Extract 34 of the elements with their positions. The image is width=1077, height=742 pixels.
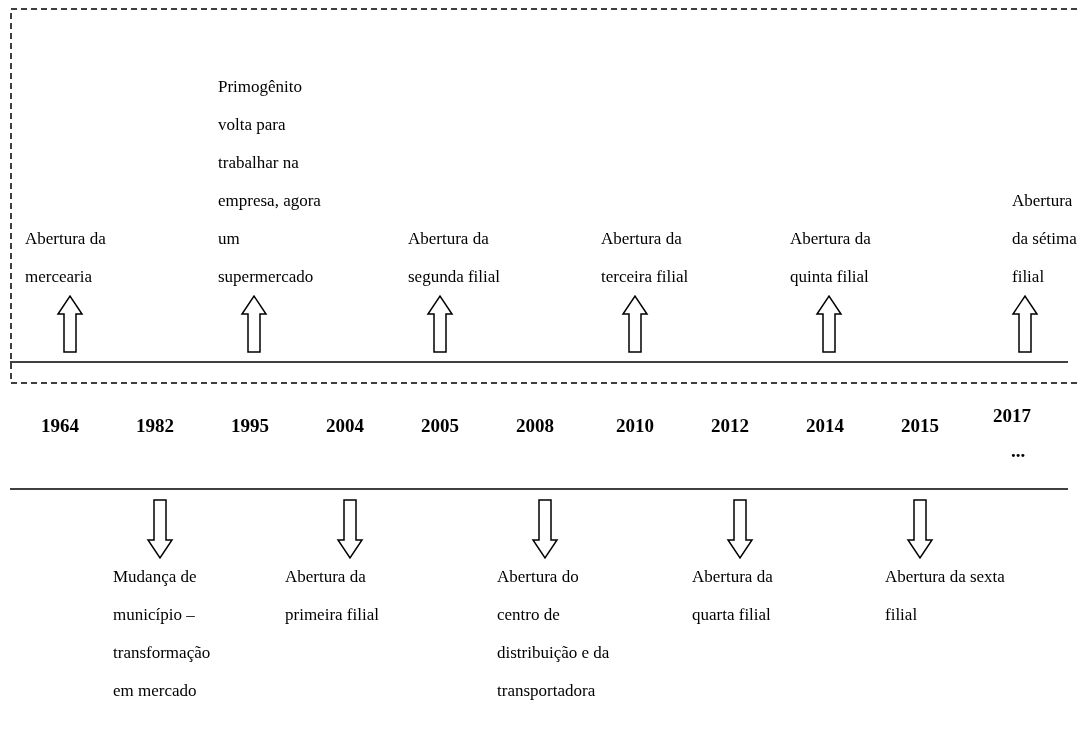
year-label: 2004 [326,415,364,437]
block-arrow [426,294,454,353]
block-arrow [726,499,754,560]
year-label: ... [1010,440,1026,462]
event-text: Mudança de município – transformação em mercado [113,558,228,710]
year-label: 1995 [231,415,269,437]
year-label: 2010 [616,415,654,437]
block-arrow [906,499,934,560]
event-text: Abertura da sétima filial [1012,182,1077,296]
block-arrow [815,294,843,353]
year-label: 2008 [516,415,554,437]
block-arrow [1011,294,1039,353]
block-arrow [56,294,84,353]
block-arrow [146,499,174,560]
year-label: 2015 [901,415,939,437]
event-text: Abertura do centro de distribuição e da transportadora [497,558,622,710]
event-text: Abertura da mercearia [25,220,150,296]
event-text: Abertura da sexta filial [885,558,1025,634]
event-text: Abertura da quinta filial [790,220,910,296]
block-arrow [336,499,364,560]
year-label: 2014 [806,415,844,437]
event-text: Primogênito volta para trabalhar na empresa, agora um supermercado [218,68,333,296]
block-arrow [531,499,559,560]
year-label: 2005 [421,415,459,437]
event-text: Abertura da primeira filial [285,558,415,634]
event-text: Abertura da quarta filial [692,558,802,634]
year-label: 1982 [136,415,174,437]
block-arrow [240,294,268,353]
block-arrow [621,294,649,353]
event-text: Abertura da terceira filial [601,220,721,296]
event-text: Abertura da segunda filial [408,220,548,296]
year-label: 2012 [711,415,749,437]
year-label: 2017 [993,405,1031,427]
year-label: 1964 [41,415,79,437]
